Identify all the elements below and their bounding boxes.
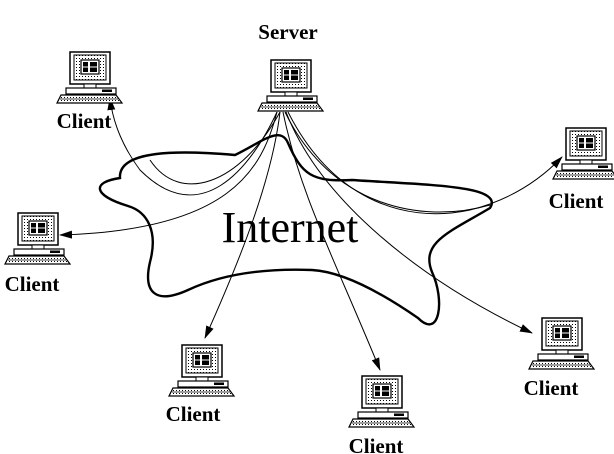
connections [59, 97, 563, 371]
client-label: Client [524, 376, 579, 400]
connection-client-1 [107, 97, 278, 196]
server-node: Server [257, 20, 324, 112]
server-label: Server [258, 20, 317, 44]
computer-icon [168, 344, 235, 397]
server-computer-icon [257, 59, 324, 112]
client-label: Client [166, 402, 221, 426]
client-label: Client [5, 272, 60, 296]
client-node-3: Client [166, 344, 235, 426]
connection-client-1-b [149, 111, 281, 185]
computer-icon [348, 375, 415, 428]
computer-icon [528, 317, 595, 370]
connection-client-4 [282, 111, 381, 371]
client-node-2: Client [4, 212, 71, 296]
internet-cloud [98, 134, 493, 326]
connection-client-5 [285, 111, 533, 334]
client-node-4: Client [348, 375, 415, 454]
client-node-5: Client [524, 317, 595, 400]
client-label: Client [57, 109, 112, 133]
client-node-6: Client [549, 127, 614, 213]
internet-label: Internet [222, 203, 359, 252]
connection-client-6 [287, 111, 563, 215]
computer-icon [552, 127, 614, 180]
client-label: Client [549, 189, 604, 213]
computer-icon [4, 212, 71, 265]
connection-client-2 [59, 111, 278, 239]
connection-client-3 [204, 111, 281, 339]
connection-client-6-b [284, 111, 491, 213]
computer-icon [56, 51, 123, 104]
client-node-1: Client [56, 51, 123, 133]
client-label: Client [349, 434, 404, 454]
